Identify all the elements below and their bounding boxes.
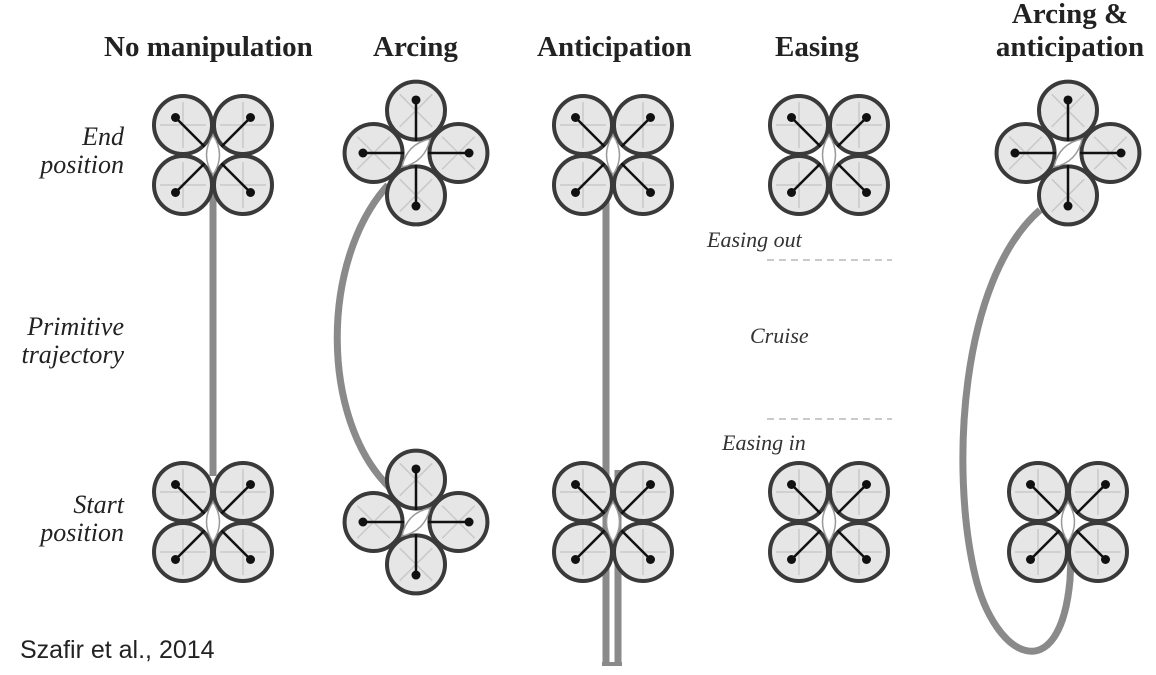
column-title-arcing: Arcing <box>373 31 458 63</box>
drone-body <box>605 133 621 177</box>
cruise-label: Cruise <box>750 323 809 348</box>
trajectory-arcing <box>333 182 393 491</box>
citation: Szafir et al., 2014 <box>20 636 215 664</box>
column-title-arcing-anticipation: Arcing & anticipation <box>990 0 1150 62</box>
drone-body <box>400 137 432 169</box>
drone-body <box>821 500 837 544</box>
row-label-start-line1: Start <box>73 490 124 519</box>
row-label-trajectory-line2: trajectory <box>21 340 124 369</box>
drone-body <box>605 500 621 544</box>
drone-end-easing <box>768 94 890 216</box>
row-label-trajectory-line1: Primitive <box>27 312 124 341</box>
column-title-no-manipulation: No manipulation <box>104 31 313 63</box>
column-title-arcing-anticipation-line2: anticipation <box>995 31 1145 63</box>
drone-body <box>400 506 432 538</box>
row-label-end-line1: End <box>82 122 124 151</box>
easing-in-label: Easing in <box>722 430 806 455</box>
drone-body <box>205 500 221 544</box>
row-label-primitive-trajectory: Primitive trajectory <box>0 314 124 368</box>
drone-start-arcing <box>342 448 490 596</box>
drone-end-arcing <box>342 79 490 227</box>
drone-end-arcing-anticipation <box>994 79 1142 227</box>
drone-body <box>205 133 221 177</box>
drone-start-anticipation <box>552 461 674 583</box>
row-label-end-position: End position <box>0 124 124 178</box>
drone-body <box>821 133 837 177</box>
column-title-easing: Easing <box>775 31 859 63</box>
column-title-arcing-anticipation-line1: Arcing & <box>1011 0 1129 30</box>
row-label-end-line2: position <box>40 150 124 179</box>
drone-start-arcing-anticipation <box>1007 461 1129 583</box>
column-title-anticipation: Anticipation <box>537 31 692 63</box>
row-label-start-line2: position <box>40 518 124 547</box>
drone-start-easing <box>768 461 890 583</box>
row-label-start-position: Start position <box>0 492 124 546</box>
drone-body <box>1060 500 1076 544</box>
easing-out-label: Easing out <box>707 227 802 252</box>
drone-start-no-manipulation <box>152 461 274 583</box>
trajectory-arcing-anticipation <box>959 207 1076 655</box>
drone-body <box>1052 137 1084 169</box>
drone-end-no-manipulation <box>152 94 274 216</box>
drone-end-anticipation <box>552 94 674 216</box>
